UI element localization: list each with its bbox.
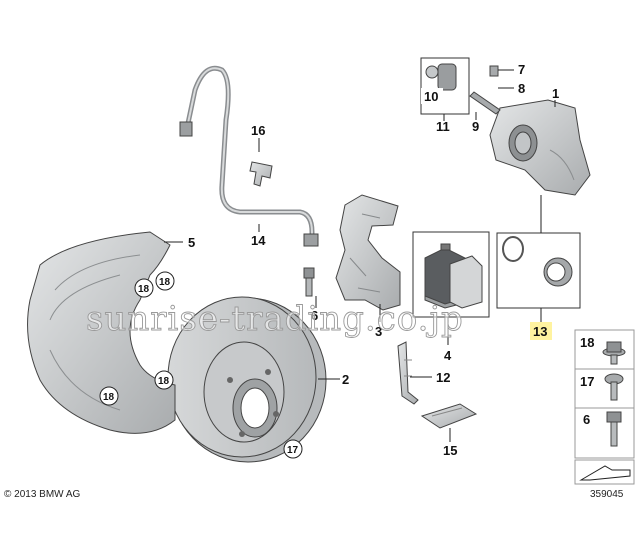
circle-ref-18-shield-tr[interactable]: 18 — [155, 271, 175, 291]
callout-12: 12 — [436, 370, 450, 385]
watermark: sunrise-trading.co.jp — [86, 299, 464, 339]
callout-14: 14 — [251, 233, 266, 248]
svg-text:17: 17 — [287, 445, 299, 456]
brake-caliper[interactable] — [489, 99, 591, 196]
svg-text:18: 18 — [138, 284, 150, 295]
circle-ref-18-shield-tl[interactable]: 18 — [134, 278, 154, 298]
anti-rattle-spring[interactable] — [397, 341, 419, 405]
callout-13: 13 — [533, 324, 547, 339]
callout-11: 11 — [436, 119, 450, 134]
legend-label-6: 6 — [583, 412, 590, 427]
callout-1: 1 — [552, 86, 559, 101]
callout-3: 3 — [375, 324, 382, 339]
guide-sleeve[interactable] — [425, 63, 457, 91]
circle-refs: 18 18 18 18 17 — [99, 271, 303, 459]
callout-2: 2 — [342, 372, 349, 387]
callout-7: 7 — [518, 62, 525, 77]
callout-10-bg — [421, 88, 443, 104]
circle-ref-17-disc[interactable]: 17 — [283, 439, 303, 459]
callout-10: 10 — [424, 89, 438, 104]
leader-lines — [164, 69, 556, 442]
carrier-bolt[interactable] — [303, 267, 315, 297]
copyright-text: © 2013 BMW AG — [4, 489, 81, 500]
fastener-legend: 18 17 6 — [574, 329, 635, 485]
callout-9: 9 — [472, 119, 479, 134]
collar-screw-icon — [602, 341, 626, 365]
callout-16: 16 — [251, 123, 265, 138]
hose-clip[interactable] — [249, 161, 273, 187]
circle-ref-18-shield-br[interactable]: 18 — [154, 370, 174, 390]
svg-text:18: 18 — [158, 376, 170, 387]
callout-15: 15 — [443, 443, 457, 458]
diagram-number: 359045 — [590, 489, 624, 500]
svg-text:18: 18 — [103, 392, 115, 403]
torx-screw-icon — [604, 373, 624, 401]
brake-pads[interactable] — [424, 243, 483, 309]
circle-ref-18-shield-bl[interactable]: 18 — [99, 386, 119, 406]
caliper-carrier[interactable] — [335, 194, 401, 311]
callout-8: 8 — [518, 81, 525, 96]
svg-text:18: 18 — [159, 277, 171, 288]
pointer-arrow-icon — [579, 465, 631, 481]
callout-4: 4 — [444, 348, 452, 363]
hex-bolt-icon — [606, 411, 622, 447]
brake-disc[interactable] — [167, 296, 327, 463]
brake-hose-line[interactable] — [179, 65, 319, 247]
callout-6: 6 — [311, 308, 318, 323]
legend-label-18: 18 — [580, 335, 594, 350]
guide-bolt[interactable] — [469, 65, 501, 115]
legend-label-17: 17 — [580, 374, 594, 389]
callout-13-highlight — [530, 322, 552, 340]
seal-kit[interactable] — [502, 236, 573, 287]
repair-kit[interactable] — [420, 403, 478, 429]
callout-labels: 1 2 3 4 5 6 7 8 9 10 11 12 13 14 15 16 — [188, 62, 559, 458]
callout-5: 5 — [188, 235, 195, 250]
